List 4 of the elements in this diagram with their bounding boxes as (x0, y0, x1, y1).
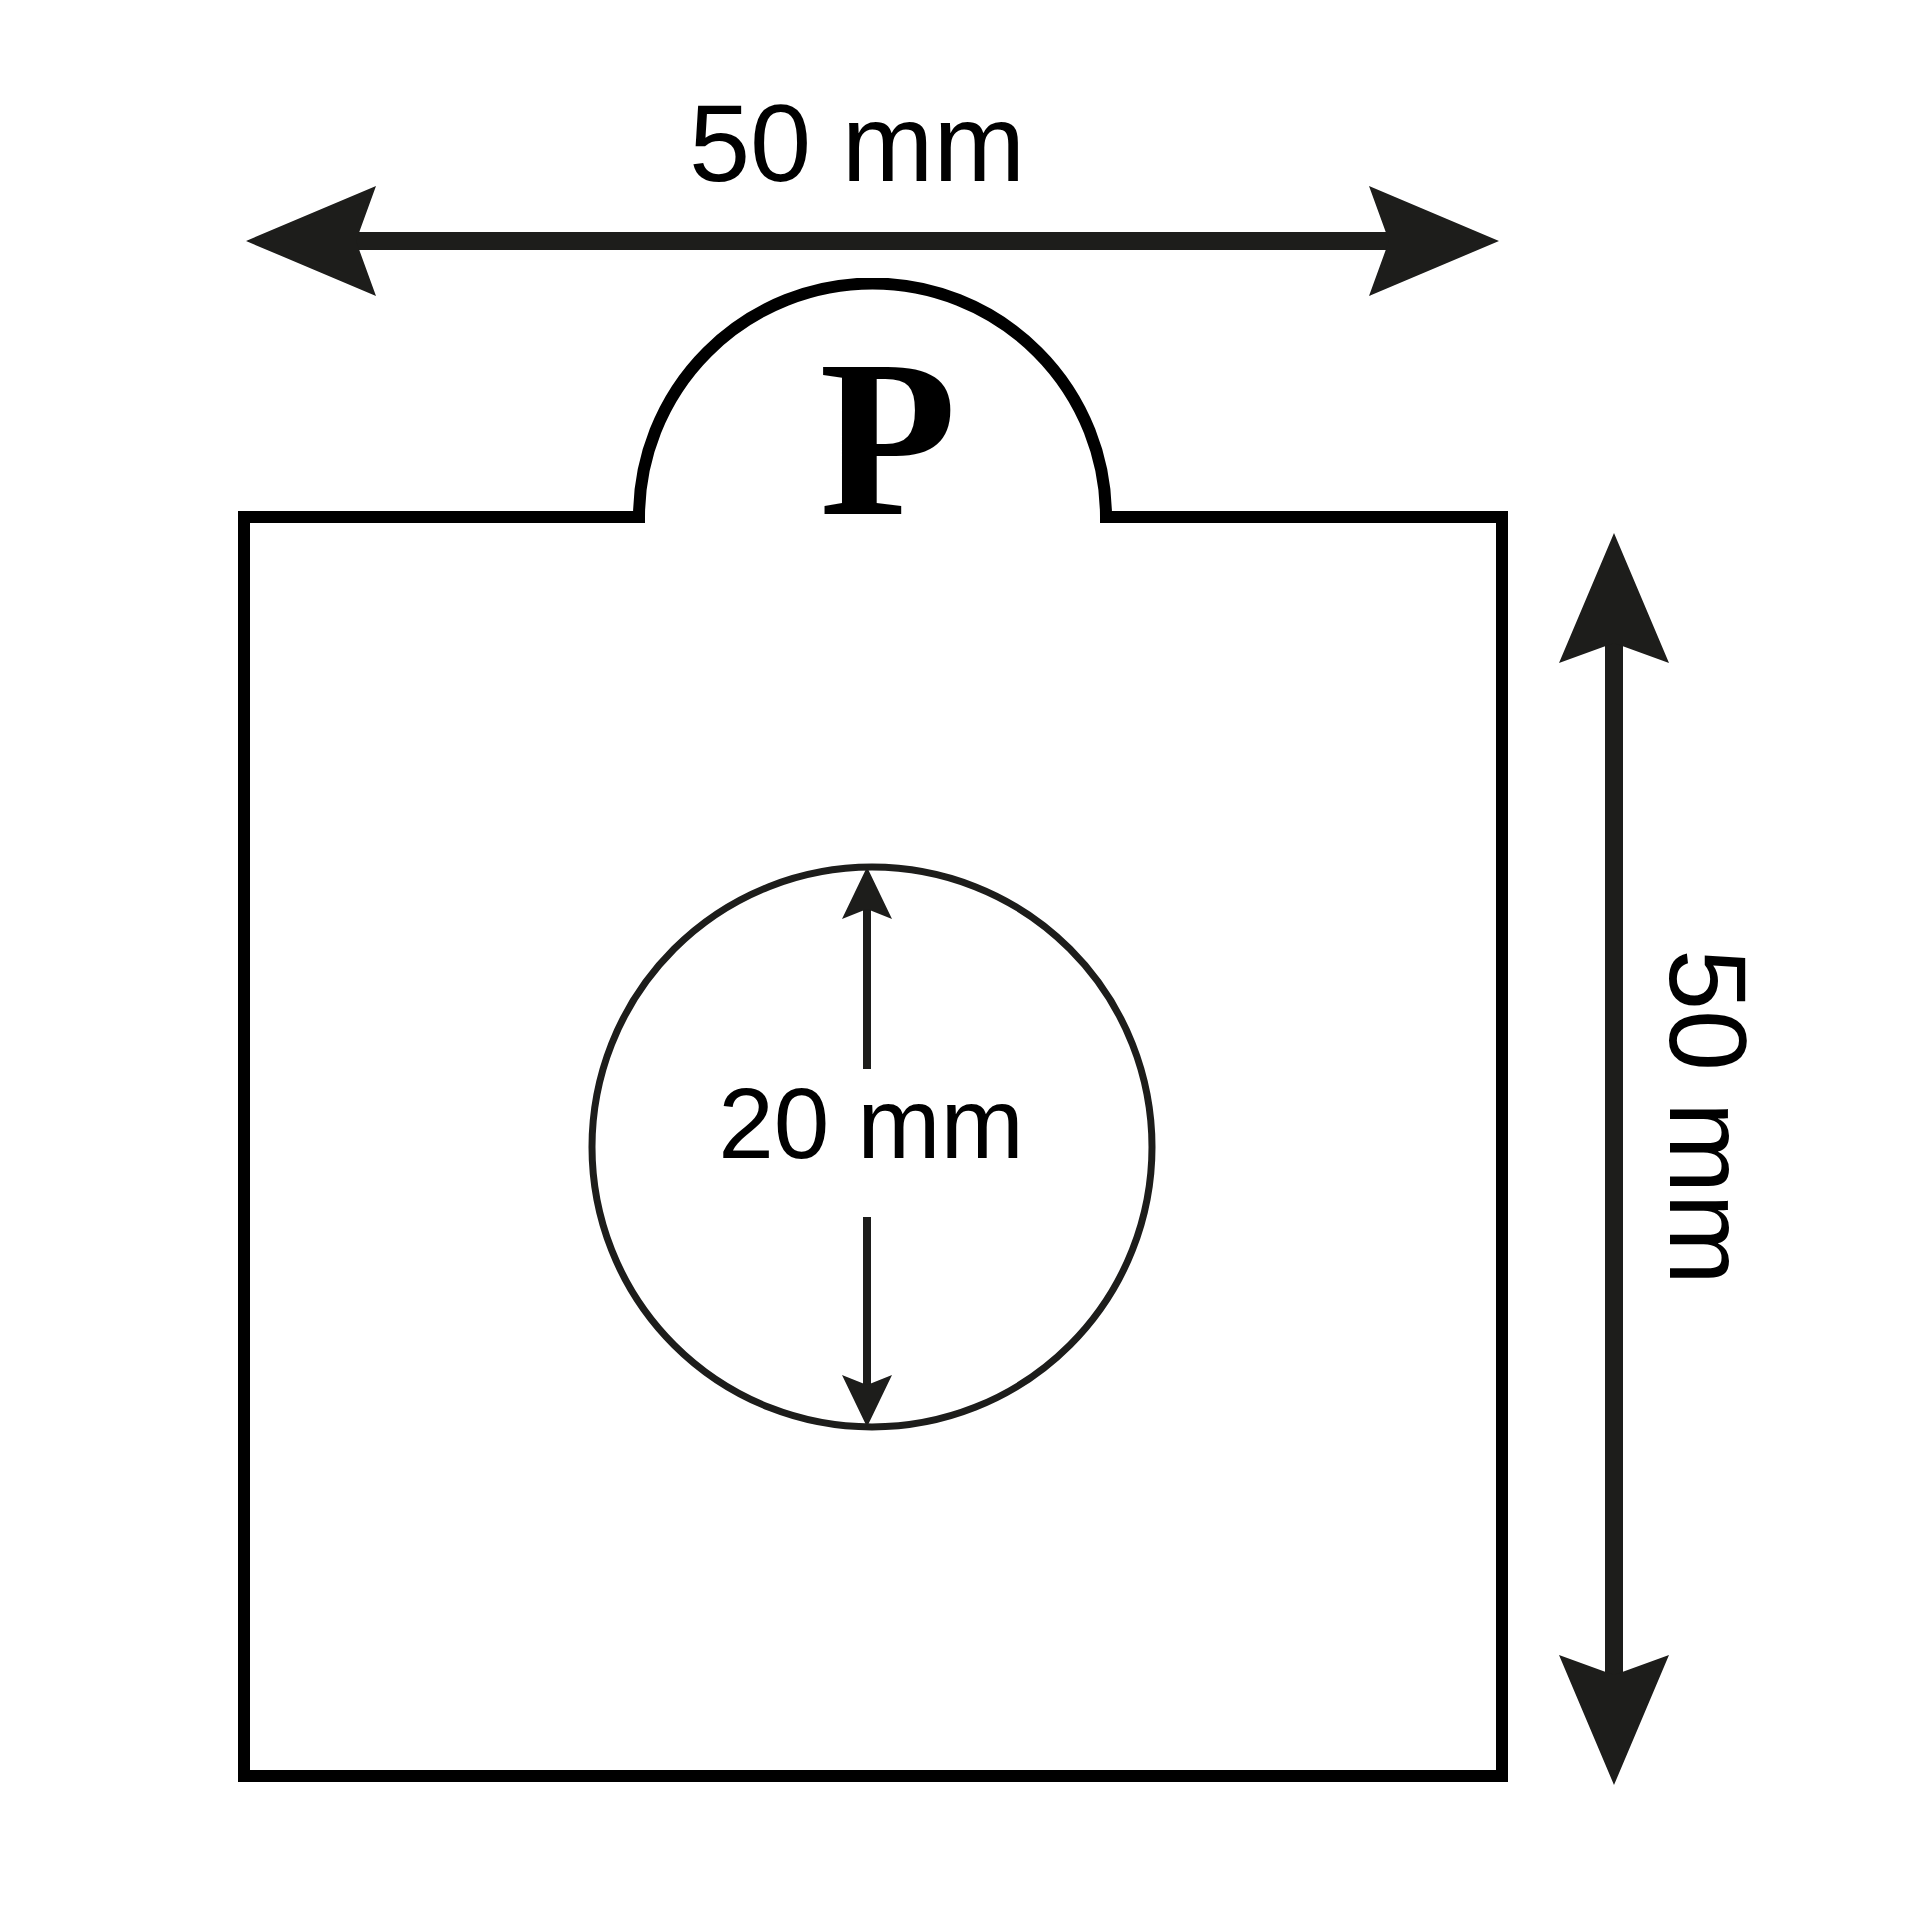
letter-mark: P (818, 326, 958, 551)
dimension-label: 50 mm (687, 80, 1027, 206)
dimension-label: 20 mm (717, 1066, 1025, 1181)
dimension-label: 50 mm (1646, 947, 1771, 1288)
